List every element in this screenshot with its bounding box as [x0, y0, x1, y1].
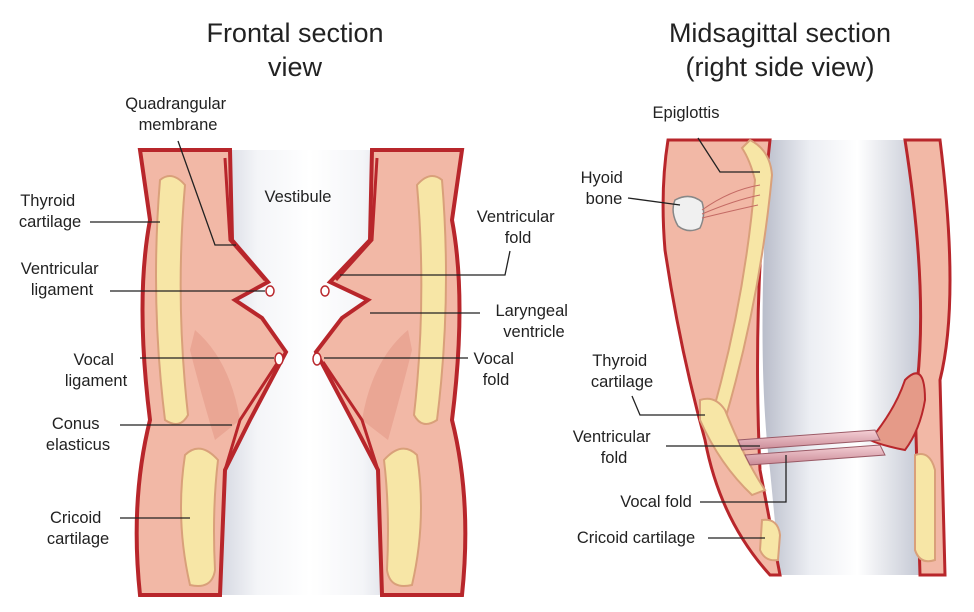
label-laryngeal-ventricle: Laryngeal ventricle	[495, 302, 572, 341]
leader-lines	[90, 137, 787, 539]
frontal-left-cricoid-cartilage	[180, 447, 220, 587]
label-ventricular-fold-sagittal: Ventricular fold	[573, 428, 656, 467]
sagittal-arytenoid	[868, 372, 927, 452]
frontal-right-conus-band	[321, 361, 380, 471]
label-ventricular-ligament: Ventricular ligament	[21, 260, 104, 299]
label-cricoid-cartilage-sagittal: Cricoid cartilage	[577, 529, 695, 547]
frontal-section-title: Frontal section view	[206, 18, 384, 82]
sagittal-hyoid-ligament	[701, 184, 761, 219]
sagittal-posterior-cricoid	[914, 453, 936, 563]
sagittal-vocal-fold	[744, 444, 886, 466]
sagittal-ventricular-fold	[737, 429, 881, 451]
sagittal-thyroid-cartilage	[699, 397, 767, 497]
left-vocal-ligament-dot	[274, 352, 284, 366]
frontal-right-thyroid-cartilage	[412, 175, 447, 425]
sagittal-anterior-cricoid	[758, 518, 782, 562]
frontal-left-thyroid-cartilage	[155, 175, 190, 425]
label-epiglottis: Epiglottis	[653, 104, 720, 122]
right-vocal-ligament-dot	[312, 352, 322, 366]
left-ventricular-ligament-dot	[265, 285, 275, 297]
label-vocal-fold-frontal: Vocal fold	[474, 350, 519, 389]
label-thyroid-cartilage-frontal: Thyroid cartilage	[19, 192, 81, 231]
sagittal-hyoid-bone	[672, 195, 705, 232]
label-conus-elasticus: Conus elasticus	[46, 415, 110, 454]
frontal-left-conus-band	[223, 361, 280, 471]
frontal-left-quadrangular-band	[223, 157, 267, 281]
frontal-labels: Quadrangular membrane Vestibule Thyroid …	[19, 95, 572, 548]
label-ventricular-fold-frontal: Ventricular fold	[477, 208, 560, 247]
label-thyroid-cartilage-sagittal: Thyroid cartilage	[591, 352, 653, 391]
right-ventricular-ligament-dot	[320, 285, 330, 297]
midsagittal-section-title: Midsagittal section (right side view)	[668, 18, 892, 82]
frontal-right-cricoid-cartilage	[382, 447, 422, 587]
frontal-right-quadrangular-band	[334, 157, 379, 282]
label-hyoid-bone: Hyoid bone	[581, 169, 628, 208]
label-cricoid-cartilage-frontal: Cricoid cartilage	[47, 509, 109, 548]
label-vocal-ligament: Vocal ligament	[65, 351, 128, 390]
sagittal-posterior-wall	[903, 138, 952, 577]
sagittal-labels: Epiglottis Hyoid bone Thyroid cartilage …	[573, 104, 720, 547]
label-vestibule: Vestibule	[265, 188, 332, 206]
label-vocal-fold-sagittal: Vocal fold	[620, 493, 692, 511]
midsagittal-section	[661, 138, 952, 577]
sagittal-airway	[762, 140, 921, 575]
label-quadrangular-membrane: Quadrangular membrane	[125, 95, 231, 134]
frontal-section	[134, 148, 468, 597]
